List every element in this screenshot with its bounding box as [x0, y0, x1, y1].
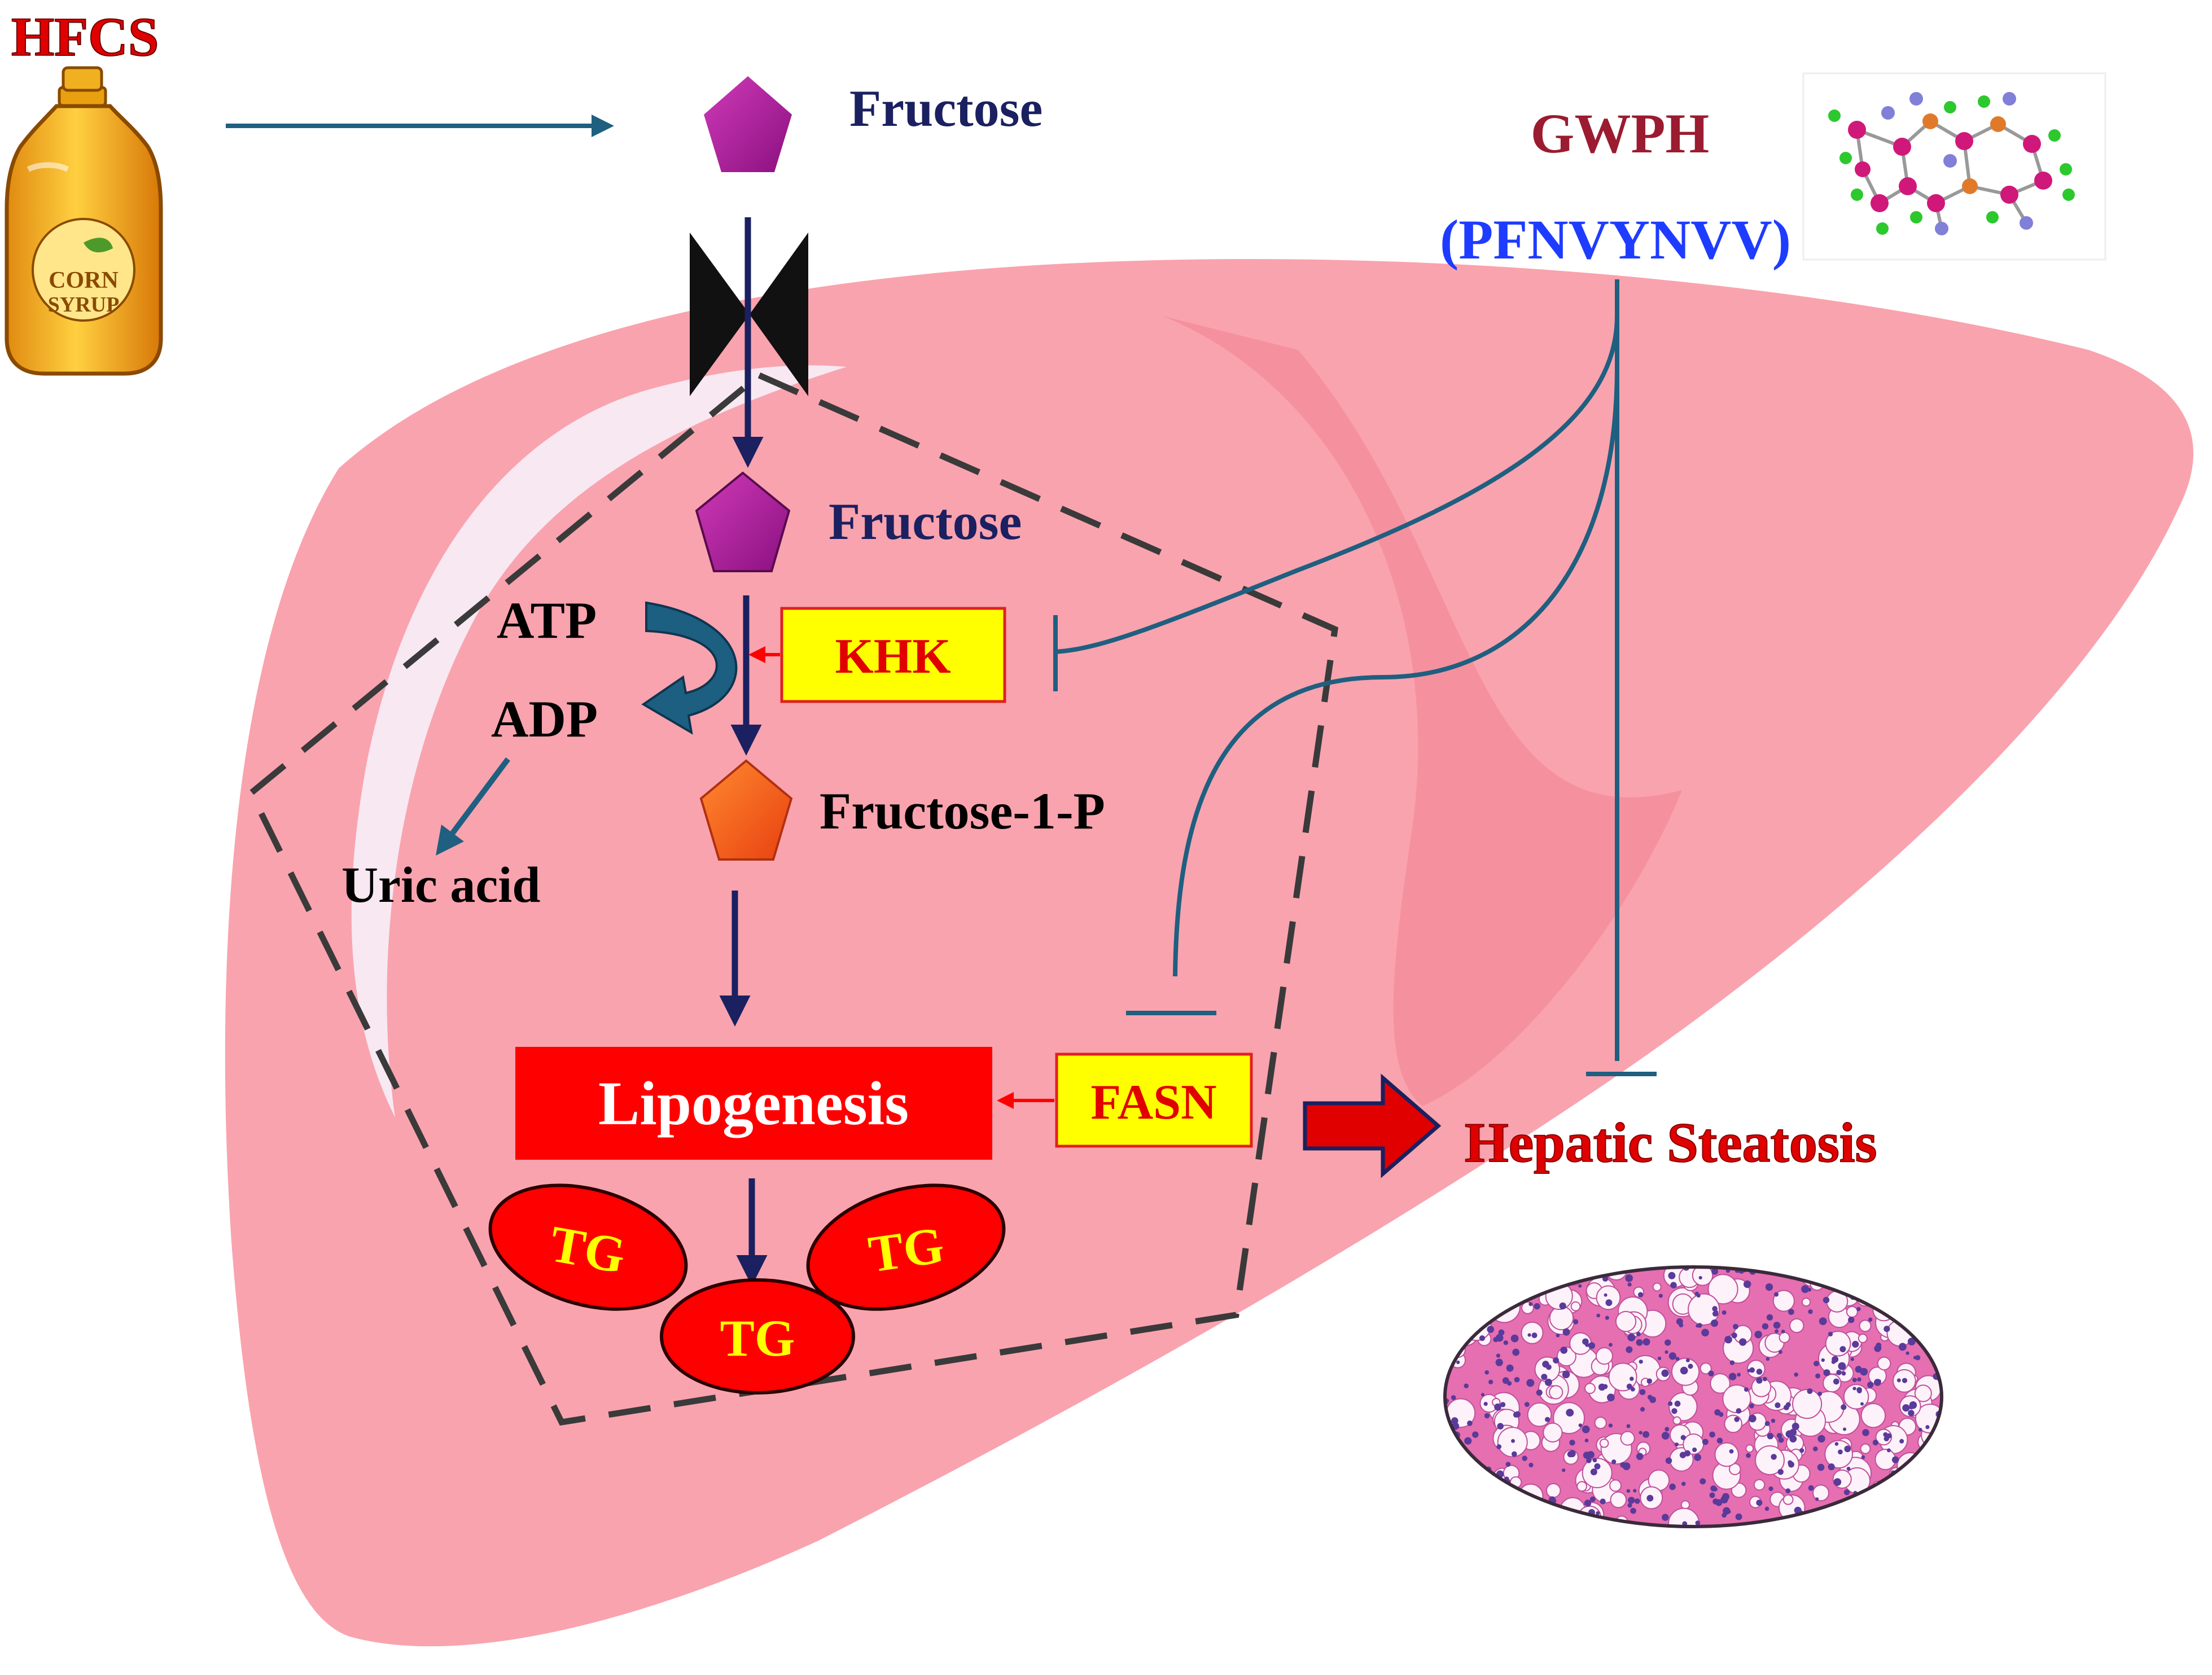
tg-left-droplet: TG	[488, 1183, 688, 1311]
tg-bottom-droplet: TG	[660, 1278, 855, 1395]
hfcs-label: HFCS	[11, 7, 159, 68]
tg-right-label: TG	[865, 1216, 948, 1283]
liver-histology-image	[1443, 1265, 1943, 1528]
fructose-inner-label: Fructose	[829, 493, 1022, 550]
gwph-inhibition-lines	[1053, 279, 1657, 1076]
corn-syrup-bottle-icon: CORN SYRUP	[5, 66, 163, 376]
fasn-label: FASN	[1090, 1075, 1216, 1130]
transporter-channel-icon	[690, 233, 808, 396]
adp-to-uric-acid-arrow	[436, 757, 511, 856]
hepatocyte-dashed-outline	[247, 371, 1339, 1426]
atp-adp-curved-arrow	[641, 601, 738, 735]
atp-label: ATP	[497, 591, 597, 649]
fructose-inner-pentagon-icon	[695, 471, 791, 572]
khk-box	[780, 607, 1006, 703]
bottle-corn-text: CORN	[49, 268, 119, 293]
bottle-syrup-text: SYRUP	[48, 293, 120, 317]
gwph-label: GWPH	[1531, 102, 1710, 165]
steatosis-block-arrow	[1303, 1073, 1442, 1178]
fructose-1-p-pentagon-icon	[699, 759, 793, 861]
peptide-sequence-label: (PFNVYNVV)	[1440, 208, 1791, 271]
tg-right-droplet: TG	[806, 1183, 1006, 1311]
lipogenesis-label: Lipogenesis	[598, 1069, 909, 1138]
hepatic-steatosis-label: Hepatic Steatosis	[1465, 1111, 1877, 1174]
fructose-outer-pentagon-icon	[704, 76, 792, 172]
adp-label: ADP	[491, 690, 598, 748]
khk-label: KHK	[835, 629, 950, 684]
fructose-1-p-label: Fructose-1-P	[820, 782, 1105, 840]
tg-bottom-label: TG	[720, 1309, 795, 1367]
lipogenesis-box	[515, 1047, 992, 1160]
tg-left-label: TG	[546, 1214, 630, 1284]
uric-acid-label: Uric acid	[341, 857, 540, 913]
fructose-outer-label: Fructose	[849, 80, 1043, 137]
fasn-box	[1055, 1053, 1253, 1148]
molecule-ball-stick-icon	[1802, 72, 2106, 261]
